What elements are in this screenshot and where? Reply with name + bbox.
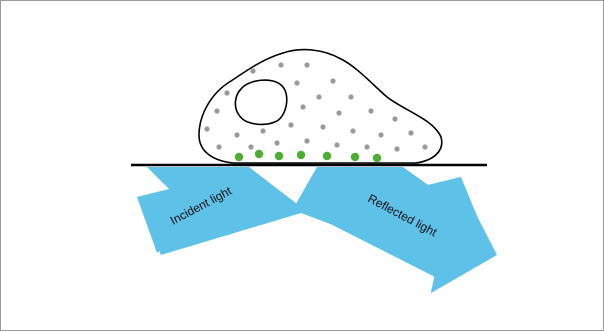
granule <box>350 128 355 133</box>
nucleus <box>235 80 286 124</box>
granule <box>316 94 321 99</box>
granule <box>274 140 279 145</box>
granule <box>348 94 353 99</box>
contact-point <box>373 154 381 162</box>
granule <box>300 104 305 109</box>
granule <box>336 110 341 115</box>
granule <box>234 132 239 137</box>
contact-point <box>323 152 331 160</box>
contact-point <box>235 153 243 161</box>
granule <box>394 146 399 151</box>
granule <box>364 144 369 149</box>
granule <box>278 62 283 67</box>
granule <box>294 80 299 85</box>
granule <box>392 116 397 121</box>
light-path <box>137 167 497 293</box>
granule <box>330 78 335 83</box>
granule <box>250 68 255 73</box>
contact-point <box>255 150 263 158</box>
granule <box>304 138 309 143</box>
granule <box>204 126 209 131</box>
granule <box>304 62 309 67</box>
granule <box>224 90 229 95</box>
granule <box>260 128 265 133</box>
contact-point <box>351 153 359 161</box>
contact-point <box>275 152 283 160</box>
granule <box>320 124 325 129</box>
granule <box>422 144 427 149</box>
contact-point <box>297 151 305 159</box>
granule <box>288 122 293 127</box>
granule <box>334 142 339 147</box>
granule <box>368 108 373 113</box>
granule <box>216 144 221 149</box>
granule <box>408 130 413 135</box>
granule <box>248 144 253 149</box>
granule <box>378 132 383 137</box>
granule <box>214 108 219 113</box>
